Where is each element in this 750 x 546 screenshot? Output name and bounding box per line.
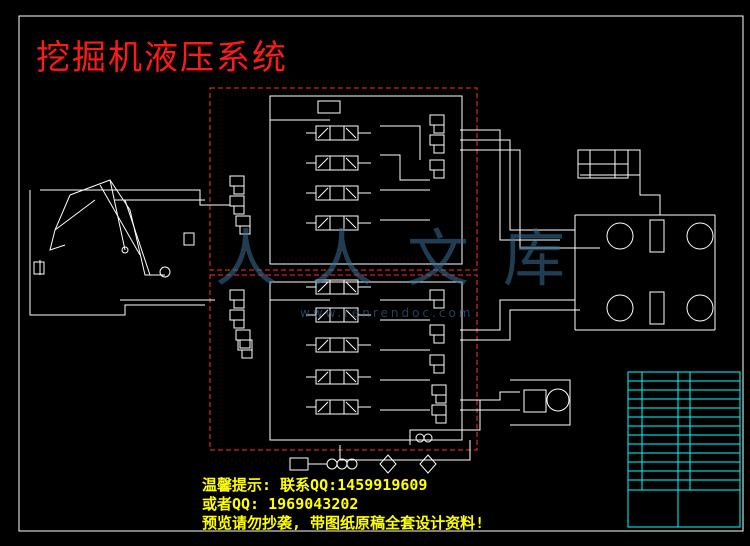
- upper-valve-3: [306, 185, 371, 201]
- drawing-border: [18, 15, 744, 532]
- lower-valve-2: [306, 307, 371, 323]
- relief-block-3: [235, 215, 251, 235]
- relief-block-1: [229, 175, 245, 195]
- watermark-url: www.renrendoc.com: [300, 306, 474, 320]
- upper-directional-valves: [306, 100, 371, 231]
- lower-valve-5: [306, 399, 371, 415]
- notice-line-3: 预览请勿抄袭, 带图纸原稿全套设计资料!: [202, 514, 485, 532]
- lower-valve-1: [306, 279, 371, 295]
- relief-block-2: [229, 195, 245, 215]
- valve-group-frames: [209, 87, 478, 451]
- relief-block-12: [429, 324, 445, 344]
- valve-bank-outlines: [269, 95, 463, 441]
- pump-motor-group: [510, 149, 714, 426]
- watermark-text: 人人文库: [215, 222, 600, 295]
- lower-valve-group-frame: [209, 274, 478, 451]
- relief-block-10: [429, 159, 445, 179]
- upper-valve-2: [306, 155, 371, 171]
- relief-block-11: [429, 289, 445, 309]
- relief-block-9: [429, 134, 445, 154]
- relief-valve-blocks: [229, 114, 447, 424]
- relief-block-8: [429, 114, 445, 134]
- pump-filter-symbols: [289, 433, 437, 474]
- relief-block-4: [229, 289, 245, 309]
- lower-valve-3: [306, 337, 371, 353]
- title-block: [627, 371, 741, 528]
- lower-valve-4: [306, 369, 371, 385]
- notice-line-1: 温馨提示: 联系QQ:1459919609: [202, 476, 428, 494]
- notice-line-2: 或者QQ: 1969043202: [202, 495, 359, 513]
- relief-block-7: [237, 339, 253, 359]
- drawing-title: 挖掘机液压系统: [36, 38, 288, 78]
- hydraulic-lines: [29, 119, 716, 461]
- relief-block-5: [229, 309, 245, 329]
- upper-valve-1: [306, 125, 371, 141]
- upper-valve-4: [306, 215, 371, 231]
- relief-block-13: [429, 354, 445, 374]
- relief-block-14: [431, 384, 447, 404]
- pilot-lines: [380, 125, 430, 411]
- relief-block-15: [431, 404, 447, 424]
- lower-directional-valves: [306, 279, 371, 415]
- excavator-arm-linkage: [33, 179, 195, 278]
